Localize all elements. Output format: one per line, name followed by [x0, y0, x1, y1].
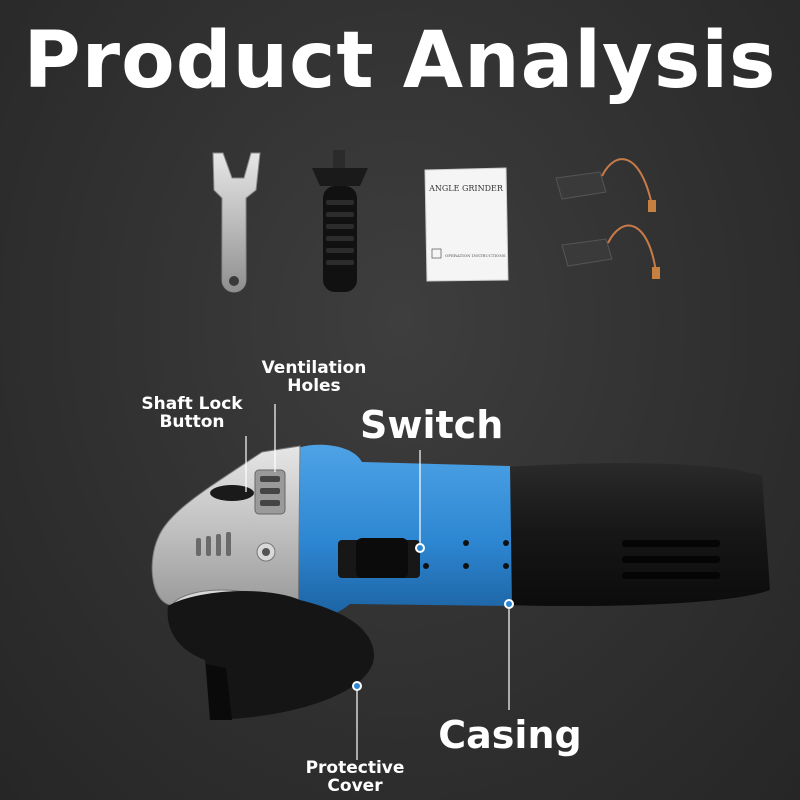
manual-title: ANGLE GRINDER: [428, 184, 504, 193]
label-shaft-lock-button: Shaft Lock Button: [141, 394, 243, 432]
label-protective-cover: Protective Cover: [305, 758, 405, 796]
page-title: Product Analysis: [23, 16, 777, 106]
label-ventilation-holes: Ventilation Holes: [261, 358, 367, 396]
body-holes: [423, 540, 509, 569]
spanner-wrench: [212, 152, 261, 293]
label-switch: Switch: [360, 403, 504, 447]
instruction-manual: ANGLE GRINDER OPERATION INSTRUCTIONS: [424, 167, 509, 282]
side-handle: [312, 150, 368, 292]
manual-footer: OPERATION INSTRUCTIONS: [445, 253, 506, 258]
callout-dots: [352, 543, 514, 691]
angle-grinder: [151, 444, 770, 720]
head-vent-grooves: [196, 532, 231, 556]
ventilation-holes: [260, 476, 280, 506]
rear-vent-slots: [622, 540, 720, 579]
label-casing: Casing: [438, 713, 582, 757]
shaft-lock-button: [210, 485, 254, 501]
callout-lines: [245, 404, 510, 760]
carbon-brushes: [555, 158, 660, 279]
